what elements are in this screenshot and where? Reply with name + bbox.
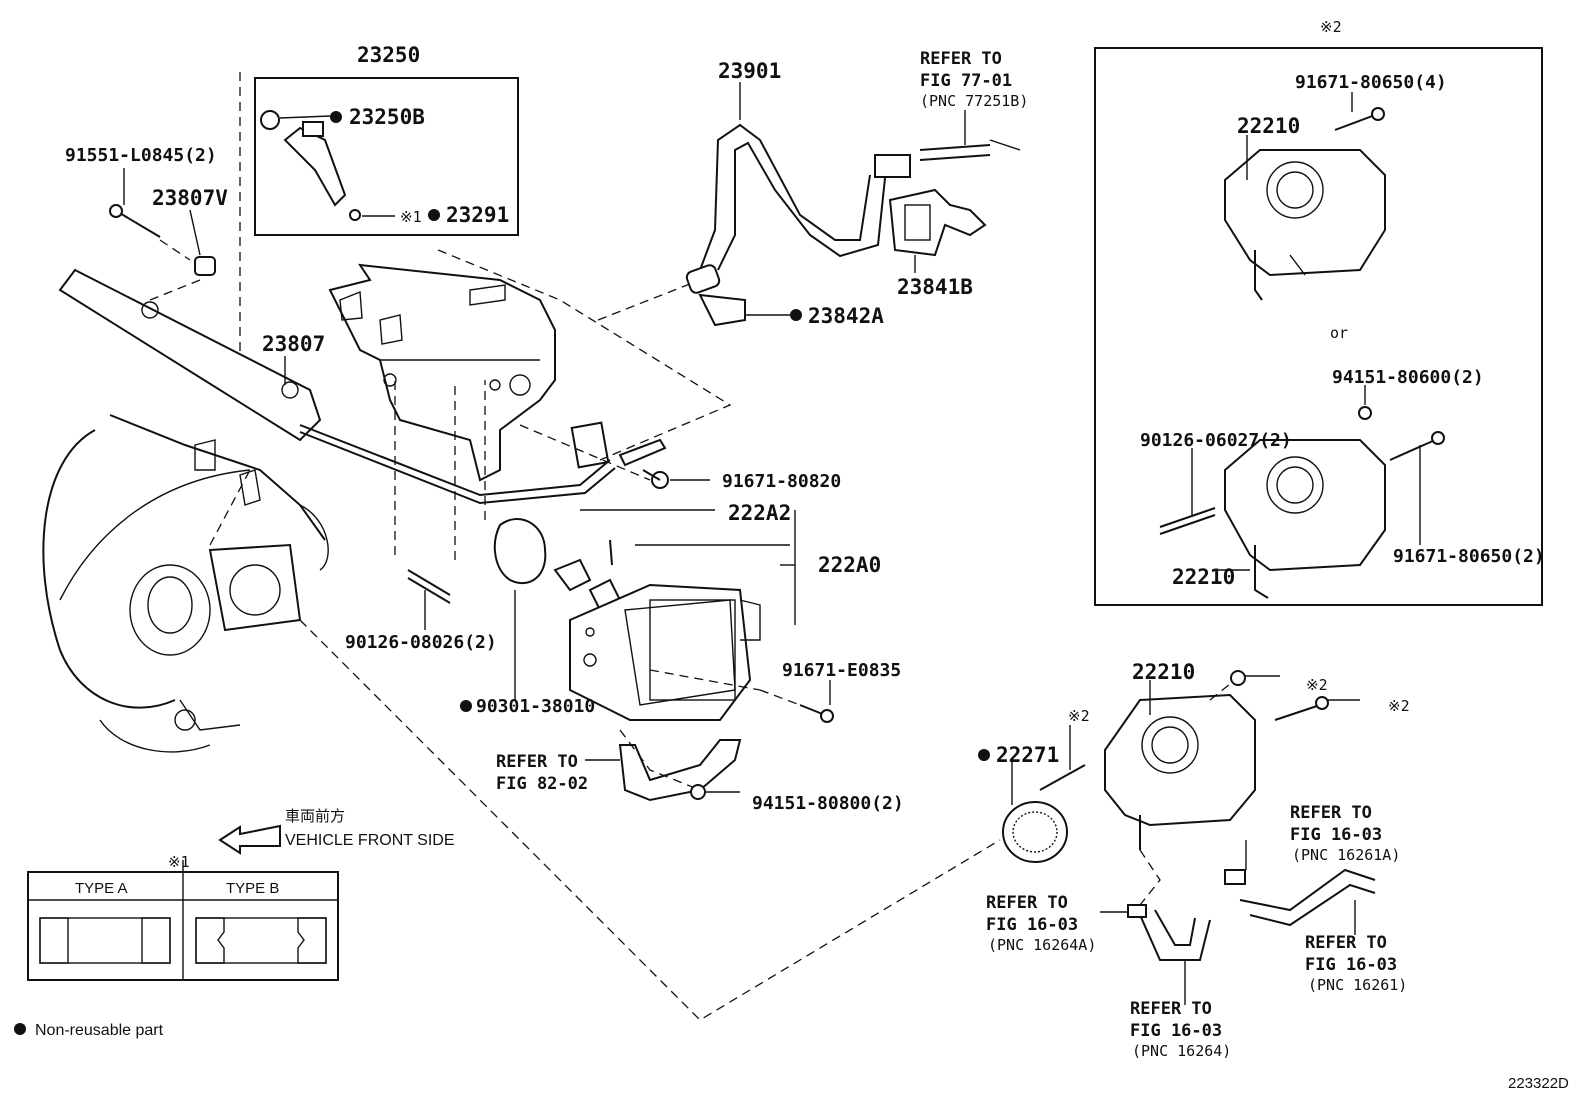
vsv-23841B-icon [888,188,987,257]
ref-16261-line1: REFER TO [1305,933,1387,953]
label-23901: 23901 [718,59,781,83]
bolt-91671-E0835-icon [799,704,834,723]
label-91671-80820: 91671-80820 [722,471,841,492]
vehicle-front-jp: 車両前方 [285,808,345,825]
label-94151-80800: 94151-80800(2) [752,793,904,814]
ref-82-line2: FIG 82-02 [496,774,588,794]
ref-16261a-line2: FIG 16-03 [1290,825,1382,845]
injector-box [254,77,519,236]
label-222A0: 222A0 [818,553,881,577]
spacer-23807V-icon [194,256,216,276]
ref-16261-line2: FIG 16-03 [1305,955,1397,975]
label-23291: 23291 [446,203,509,227]
hose-23901 [685,123,1021,294]
insulator-icon [349,209,361,221]
alternative-box [1094,47,1543,606]
ref-82-line1: REFER TO [496,752,578,772]
fuel-delivery-pipe [58,268,667,505]
nut-94151-80800-icon [690,784,706,800]
note-mark-nut: ※2 [1306,676,1328,694]
ref-77-line2: FIG 77-01 [920,71,1012,91]
throttle-body-alt2 [1224,439,1386,599]
ref-16264-line3: (PNC 16264) [1132,1042,1231,1060]
cylinder-head-block [328,263,556,482]
vehicle-front-arrow-icon [218,824,281,855]
intake-manifold [42,414,329,753]
hose-16261-icon [1239,868,1376,912]
type-table [27,860,339,981]
o-ring-icon [260,110,280,130]
legend-text: Non-reusable part [35,1022,164,1039]
note-mark-1: ※1 [400,208,422,226]
type-b-label: TYPE B [226,880,279,897]
label-91671-E0835: 91671-E0835 [782,660,901,681]
ref-16261a-line1: REFER TO [1290,803,1372,823]
bolt-91551-icon [109,204,161,238]
label-22210-alt1: 22210 [1237,114,1300,138]
label-222A2: 222A2 [728,501,791,525]
label-90126-06027: 90126-06027(2) [1140,430,1292,451]
or-label: or [1330,324,1348,342]
label-22210-alt2: 22210 [1172,565,1235,589]
throttle-body-center [569,583,761,721]
label-23807: 23807 [262,332,325,356]
ref-16264a-line2: FIG 16-03 [986,915,1078,935]
gasket-90301-icon [493,518,547,585]
label-91671-80650-4: 91671-80650(4) [1295,72,1447,93]
label-94151-80600: 94151-80600(2) [1332,367,1484,388]
throttle-body-lower [1104,693,1256,850]
fuel-injector-icon [283,126,347,207]
ref-16261-line3: (PNC 16261) [1308,976,1407,994]
bracket-icon [618,739,742,802]
ref-16264-line2: FIG 16-03 [1130,1021,1222,1041]
type-a-label: TYPE A [75,880,128,897]
clamp-23842A-icon [698,293,746,327]
hose-16264-icon [1139,914,1211,961]
ref-16264-line1: REFER TO [1130,999,1212,1019]
label-22210-main: 22210 [1132,660,1195,684]
ref-77-line3: (PNC 77251B) [920,92,1028,110]
clip-222A2-icon [553,558,592,592]
label-23842A: 23842A [808,304,884,328]
label-90126-08026: 90126-08026(2) [345,632,497,653]
note-mark-bolt: ※2 [1388,697,1410,715]
label-23250B: 23250B [349,105,425,129]
label-91671-80650-2: 91671-80650(2) [1393,546,1545,567]
ref-77-line1: REFER TO [920,49,1002,69]
label-22271: 22271 [996,743,1059,767]
label-90301: 90301-38010 [476,696,595,717]
label-23807V: 23807V [152,186,228,210]
label-91551: 91551-L0845(2) [65,145,217,166]
throttle-body-alt1 [1224,149,1386,301]
box-note-mark: ※2 [1320,18,1342,36]
table-note-mark: ※1 [168,853,190,871]
label-23250: 23250 [357,43,420,67]
figure-id: 223322D [1508,1075,1569,1092]
ref-16264a-line1: REFER TO [986,893,1068,913]
ref-16264a-line3: (PNC 16264A) [988,936,1096,954]
gasket-22271-icon [1002,801,1068,863]
vehicle-front-en: VEHICLE FRONT SIDE [285,832,455,849]
ref-16261a-line3: (PNC 16261A) [1292,846,1400,864]
stud-90126-08026-icon [407,569,451,604]
legend-dot [14,1023,26,1035]
note-mark-stud: ※2 [1068,707,1090,725]
label-23841B: 23841B [897,275,973,299]
bolt-91671-80820-icon [642,469,669,489]
